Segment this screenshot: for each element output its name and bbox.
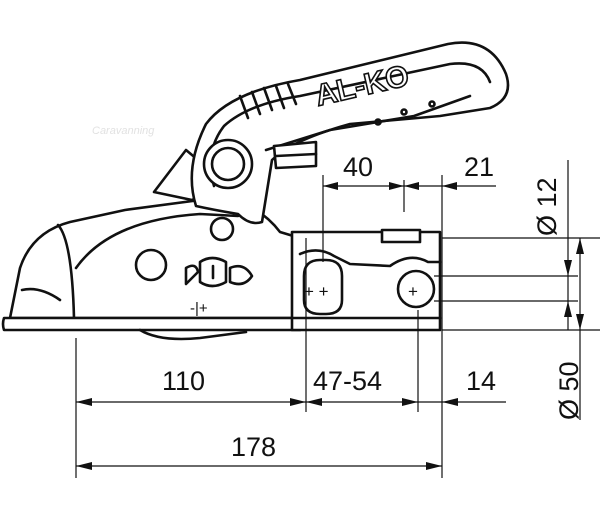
watermark: Caravanning: [92, 125, 155, 137]
dim-rear-offset: 14: [466, 366, 496, 396]
dimension-lines: [75, 160, 600, 478]
hole-marks-left: + +: [304, 282, 329, 301]
coupling-handle: [152, 41, 510, 225]
dim-hole-spacing: 40: [343, 152, 373, 182]
dim-bolt-range: 47-54: [313, 366, 382, 396]
coupling-body: [1, 198, 302, 341]
hole-mark-right: +: [408, 282, 418, 301]
dim-end-offset: 21: [464, 152, 494, 182]
dim-front-length: 110: [162, 366, 205, 396]
mounting-plate: [290, 228, 442, 332]
dim-drawbar-diameter: Ø 50: [554, 361, 584, 420]
dim-hole-diameter: Ø 12: [532, 177, 562, 236]
dim-total-length: 178: [231, 432, 276, 462]
indicator-symbol: -|+: [190, 300, 208, 317]
